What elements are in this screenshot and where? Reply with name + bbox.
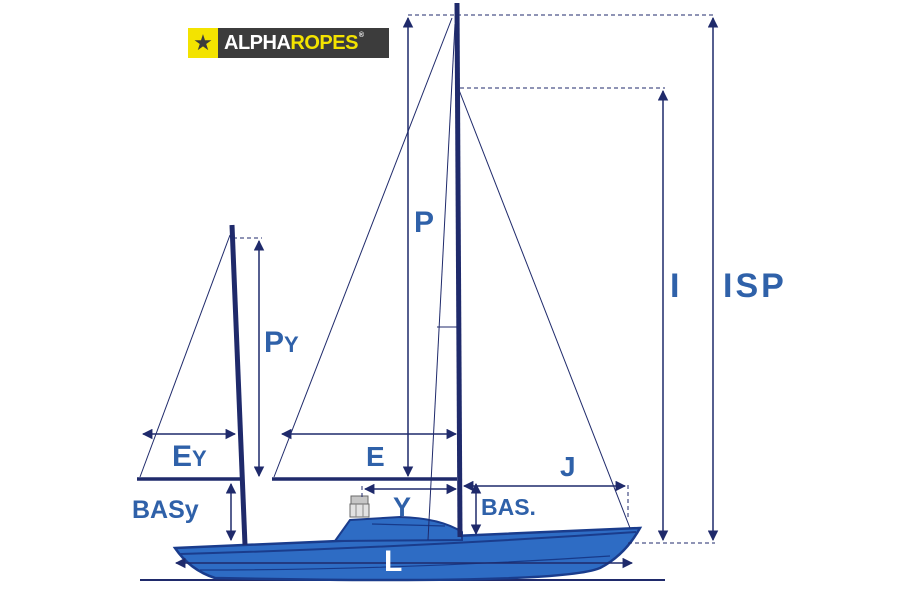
logo-wordmark: ALPHAROPES® xyxy=(218,32,364,55)
label-i: I xyxy=(670,267,679,305)
dimension-arrows xyxy=(141,16,719,569)
logo-trademark: ® xyxy=(358,31,364,39)
cabin-window xyxy=(371,523,446,527)
winch-icon xyxy=(349,495,370,518)
label-y: Y xyxy=(393,492,411,522)
label-j: J xyxy=(560,451,576,482)
star-icon: ★ xyxy=(188,28,218,58)
mainsail-leech xyxy=(273,17,453,478)
label-py: PY xyxy=(264,326,299,359)
label-py-sub: Y xyxy=(284,332,299,357)
mizzen-mast xyxy=(229,224,248,546)
jib-luff xyxy=(427,23,456,541)
reference-lines xyxy=(233,14,715,544)
label-bas: BAS. xyxy=(481,494,536,520)
label-e: E xyxy=(366,441,385,472)
label-ey-sub: Y xyxy=(192,446,207,471)
forestay xyxy=(458,89,631,529)
label-ey: EY xyxy=(172,440,207,473)
main-mast xyxy=(454,2,463,538)
logo-word-ropes: ROPES xyxy=(290,31,358,54)
label-p: P xyxy=(414,206,434,239)
label-basy: BASy xyxy=(132,496,199,524)
logo-word-alpha: ALPHA xyxy=(224,31,291,54)
label-py-main: P xyxy=(264,326,284,359)
alpharopes-logo: ★ ALPHAROPES® xyxy=(188,28,389,58)
label-ey-main: E xyxy=(172,440,192,473)
label-isp: ISP xyxy=(723,267,787,305)
hull-sheer-line xyxy=(179,531,637,555)
label-l: L xyxy=(384,545,402,578)
